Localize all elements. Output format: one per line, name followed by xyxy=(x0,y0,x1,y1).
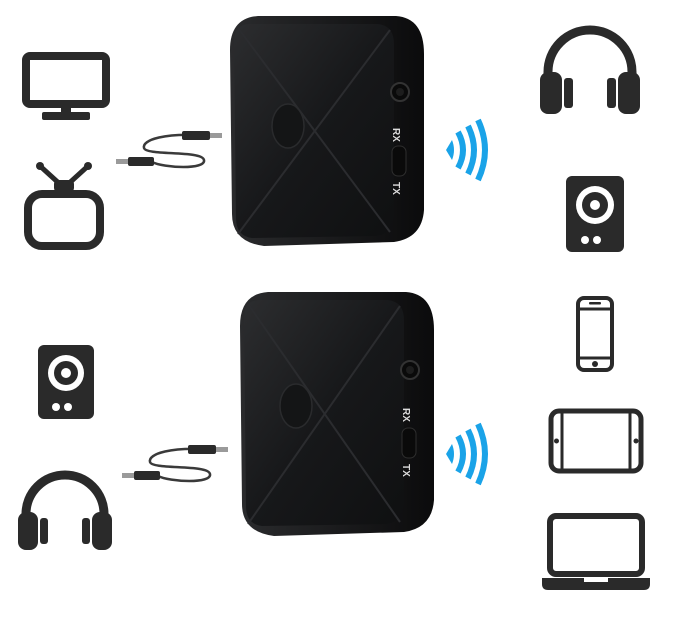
speaker-icon xyxy=(38,345,94,419)
headphones-icon xyxy=(536,18,644,118)
wireless-signal-icon xyxy=(440,422,490,486)
tx-label: TX xyxy=(400,464,411,477)
smartphone-icon xyxy=(576,296,614,372)
wireless-signal-icon xyxy=(440,118,490,182)
audio-cable-icon xyxy=(116,122,224,182)
monitor-icon xyxy=(22,52,110,122)
bluetooth-transceiver-device: RX TX xyxy=(238,286,434,536)
rx-label: RX xyxy=(400,408,411,422)
rx-label: RX xyxy=(390,128,401,142)
laptop-icon xyxy=(538,512,654,594)
headphones-icon xyxy=(14,462,116,554)
tx-label: TX xyxy=(390,182,401,195)
audio-cable-icon xyxy=(122,436,230,496)
tv-icon xyxy=(22,162,106,252)
bluetooth-transceiver-device: RX TX xyxy=(228,10,424,246)
tablet-icon xyxy=(548,408,644,474)
speaker-icon xyxy=(566,176,624,252)
